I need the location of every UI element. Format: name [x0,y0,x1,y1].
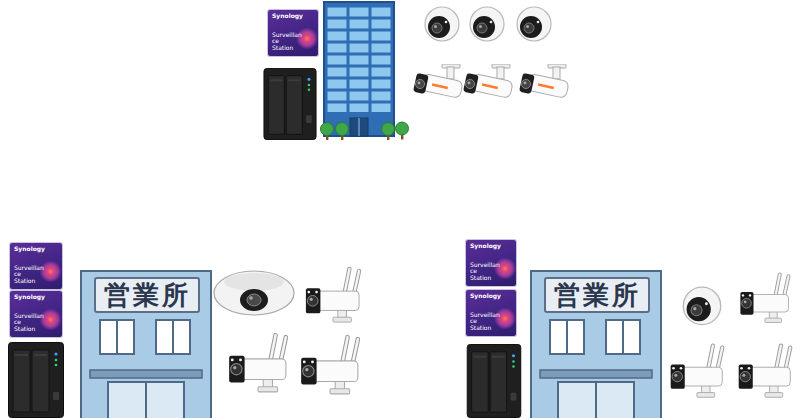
wifi-bullet-camera [306,269,359,322]
office-sign: 営業所 [544,277,650,313]
product-name: Surveillance Station [272,32,302,53]
license-card: SynologySurveillance Station [268,10,318,56]
product-name: Surveillance Station [470,312,500,333]
brand-name: Synology [272,13,314,20]
dome-camera [425,7,459,41]
dome-camera [517,7,551,41]
bullet-camera [413,64,463,98]
wifi-bullet-camera [301,337,358,394]
office-sign: 営業所 [94,277,200,313]
fisheye-camera [214,271,294,315]
tower-door [350,118,368,136]
tree [336,123,349,141]
license-card: SynologySurveillance Station [10,291,62,337]
dome-camera [470,7,504,41]
nas-unit [467,344,521,417]
wifi-bullet-camera [671,346,723,398]
office-label: 営業所 [104,282,191,308]
license-card: SynologySurveillance Station [10,243,62,289]
tree [321,123,334,141]
wifi-bullet-camera [739,346,791,398]
brand-name: Synology [470,293,512,300]
branch-office-building [81,271,211,418]
wifi-bullet-camera [229,335,286,392]
brand-name: Synology [14,294,58,301]
nas-unit [9,343,64,418]
tower-windows [326,6,392,112]
tower-body [324,2,394,136]
branch-office-building [531,271,661,418]
nas-unit [264,68,316,139]
door-frame [359,118,360,136]
wifi-bullet-camera [740,274,788,322]
license-card: SynologySurveillance Station [466,240,516,286]
head-office-building [321,2,409,140]
brand-name: Synology [470,243,512,250]
product-name: Surveillance Station [470,262,500,283]
tree [396,122,409,140]
brand-name: Synology [14,246,58,253]
bullet-camera [519,64,569,98]
tree [382,123,395,141]
license-card: SynologySurveillance Station [466,290,516,336]
office-label: 営業所 [554,282,641,308]
product-name: Surveillance Station [14,313,44,334]
product-name: Surveillance Station [14,265,44,286]
bullet-camera [463,64,513,98]
dome-camera [683,287,720,324]
